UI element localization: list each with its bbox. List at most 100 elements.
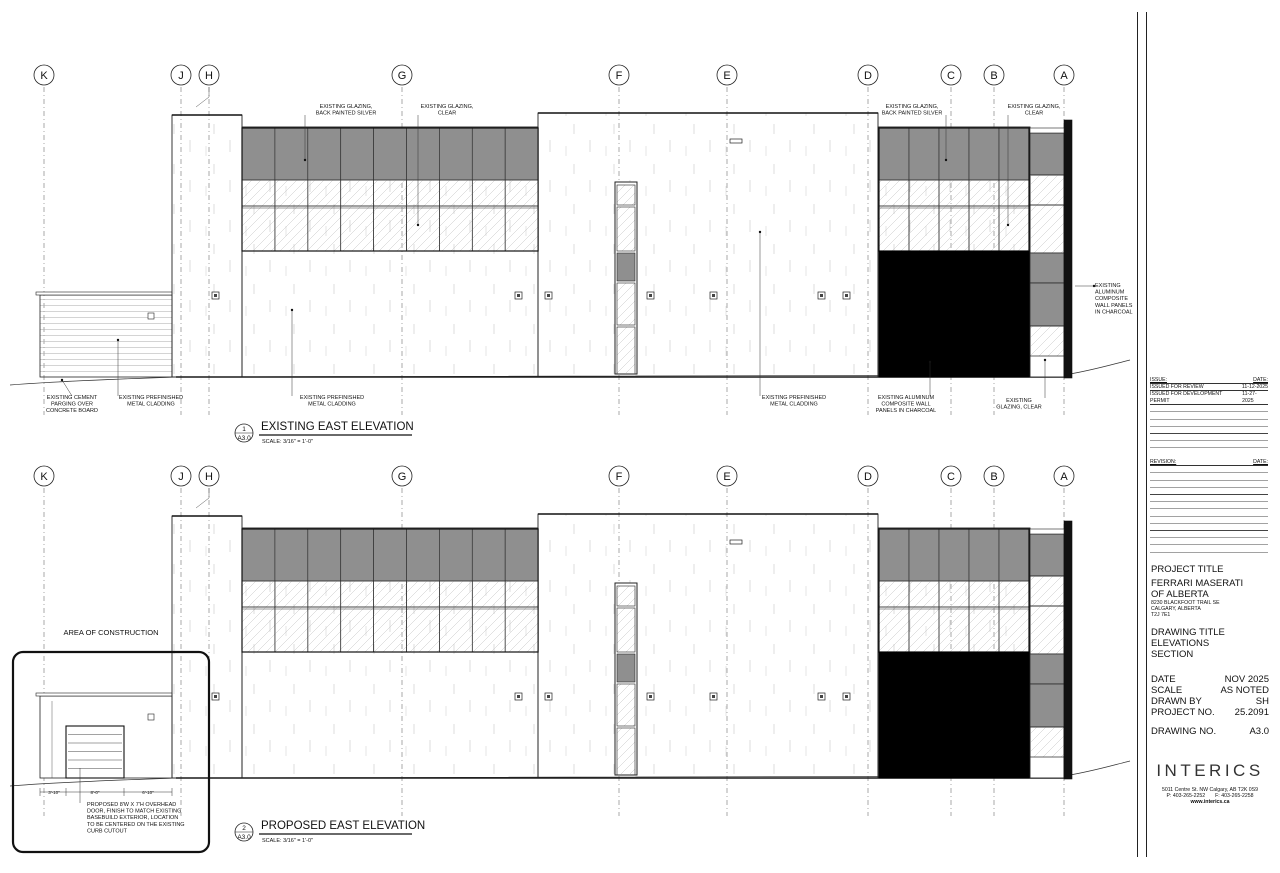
note-cement-parging: CONCRETE BOARD xyxy=(46,408,98,414)
leader-dot xyxy=(290,308,294,312)
glazing-clear-panel xyxy=(968,606,1000,653)
firm-logo: INTERICS xyxy=(1156,760,1264,780)
grid-label: D xyxy=(864,70,872,82)
grid-bubble xyxy=(940,64,962,86)
glazing-clear-panel xyxy=(938,580,970,608)
drawing-no-label: DRAWING NO. xyxy=(1151,725,1217,737)
note-overhead-door: BASEBUILD EXTERIOR, LOCATION xyxy=(87,815,178,821)
dimension-text: 3'-10" xyxy=(48,790,60,795)
glazing-silver-panel xyxy=(998,528,1030,582)
note-glazing-clear: CLEAR xyxy=(1025,111,1043,117)
light-fixture-icon xyxy=(729,138,743,144)
grid-label: H xyxy=(205,70,213,82)
glazing-clear-panel xyxy=(241,580,276,608)
revision-header: REVISION: xyxy=(1150,458,1177,465)
grid-bubble xyxy=(1053,64,1075,86)
issue-header: ISSUE: xyxy=(1150,377,1168,383)
issue-label: ISSUED FOR DEVELOPMENT PERMIT xyxy=(1150,391,1223,404)
grid-bubble xyxy=(983,64,1005,86)
glazing-silver-panel xyxy=(274,127,309,181)
vent-icon xyxy=(517,695,520,698)
project-title-label: PROJECT TITLE xyxy=(1151,564,1224,575)
glazing-silver-panel xyxy=(307,528,342,582)
vent-icon xyxy=(147,713,155,721)
view-number: 2 xyxy=(242,825,246,832)
glazing-silver-panel xyxy=(1029,132,1065,176)
vent-icon xyxy=(214,695,217,698)
glazing-silver-panel xyxy=(878,528,910,582)
scale-row: SCALE AS NOTED xyxy=(1151,685,1269,696)
vent-icon xyxy=(547,695,550,698)
grid-label: B xyxy=(990,471,997,483)
note-aluminum-panels: IN CHARCOAL xyxy=(1095,309,1133,315)
glazing-silver-panel xyxy=(616,252,636,282)
project-block: PROJECT TITLE FERRARI MASERATI OF ALBERT… xyxy=(1151,564,1269,805)
grid-bubble xyxy=(391,465,413,487)
tower-edge xyxy=(1063,520,1073,780)
glazing-clear-panel xyxy=(616,326,636,375)
view-scale: SCALE: 3/16" = 1'-0" xyxy=(262,439,313,445)
glazing-silver-panel xyxy=(439,127,473,181)
grid-bubble xyxy=(608,465,630,487)
annex-wall xyxy=(39,294,173,378)
light-fixture-icon xyxy=(729,539,743,545)
tower-edge xyxy=(1063,119,1073,379)
glazing-clear-panel xyxy=(938,205,970,252)
glazing-silver-panel xyxy=(373,127,407,181)
aluminum-panel xyxy=(1029,252,1065,284)
leader-dot xyxy=(944,158,948,162)
leader-dot xyxy=(60,378,64,382)
drawn-by-label: DRAWN BY xyxy=(1151,695,1202,707)
glazing-silver-panel xyxy=(406,127,440,181)
glazing-clear-panel xyxy=(616,184,636,206)
scale-label: SCALE xyxy=(1151,684,1183,696)
vent-icon xyxy=(649,294,652,297)
glazing-clear-panel xyxy=(471,179,506,207)
glazing-clear-panel xyxy=(307,606,342,653)
grid-label: B xyxy=(990,70,997,82)
note-glazing-silver: BACK PAINTED SILVER xyxy=(316,111,377,117)
glazing-clear-panel xyxy=(373,205,407,252)
glazing-clear-panel xyxy=(968,205,1000,252)
scale-value: AS NOTED xyxy=(1220,684,1269,696)
glazing-clear-panel xyxy=(998,205,1030,252)
grid-label: A xyxy=(1060,471,1068,483)
drawn-by-row: DRAWN BY SH xyxy=(1151,696,1269,707)
grid-label: C xyxy=(947,471,955,483)
view-title: PROPOSED EAST ELEVATION xyxy=(261,820,425,832)
glazing-clear-panel xyxy=(241,205,276,252)
vent-icon xyxy=(712,695,715,698)
glazing-clear-panel xyxy=(504,606,539,653)
glazing-clear-panel xyxy=(439,179,473,207)
glazing-clear-panel xyxy=(998,179,1030,207)
glazing-clear-panel xyxy=(878,580,910,608)
grid-label: A xyxy=(1060,70,1068,82)
grid-label: J xyxy=(178,471,184,483)
glazing-silver-panel xyxy=(504,528,539,582)
glazing-clear-panel xyxy=(406,606,440,653)
note-aluminum-panels: PANELS IN CHARCOAL xyxy=(876,408,936,414)
glazing-clear-panel xyxy=(373,179,407,207)
note-glazing-clear: EXISTING xyxy=(1006,398,1032,404)
glazing-silver-panel xyxy=(968,528,1000,582)
grid-bubble xyxy=(983,465,1005,487)
glazing-silver-panel xyxy=(908,528,940,582)
glazing-clear-panel xyxy=(439,606,473,653)
firm-phone: P: 403-265-2252 xyxy=(1166,792,1206,799)
glazing-clear-panel xyxy=(1029,575,1065,607)
issue-header-row: ISSUE: DATE: xyxy=(1150,377,1268,385)
aluminum-panel xyxy=(1029,282,1065,327)
issue-row: ISSUED FOR DEVELOPMENT PERMIT 11-27-2025 xyxy=(1150,391,1268,405)
glazing-clear-panel xyxy=(616,206,636,252)
glazing-clear-panel xyxy=(616,727,636,776)
vent-icon xyxy=(649,695,652,698)
vent-icon xyxy=(845,695,848,698)
glazing-clear-panel xyxy=(406,205,440,252)
note-metal-cladding: EXISTING PREFINISHED xyxy=(119,395,183,401)
glazing-clear-panel xyxy=(616,585,636,607)
firm-fax: F: 403-265-2258 xyxy=(1215,792,1254,799)
note-cement-parging: EXISTING CEMENT xyxy=(47,395,98,401)
firm-address: 5011 Centre St. NW Calgary, AB T2K 0S9 xyxy=(1161,786,1258,793)
project-no-row: PROJECT NO. 25.2091 xyxy=(1151,707,1269,718)
